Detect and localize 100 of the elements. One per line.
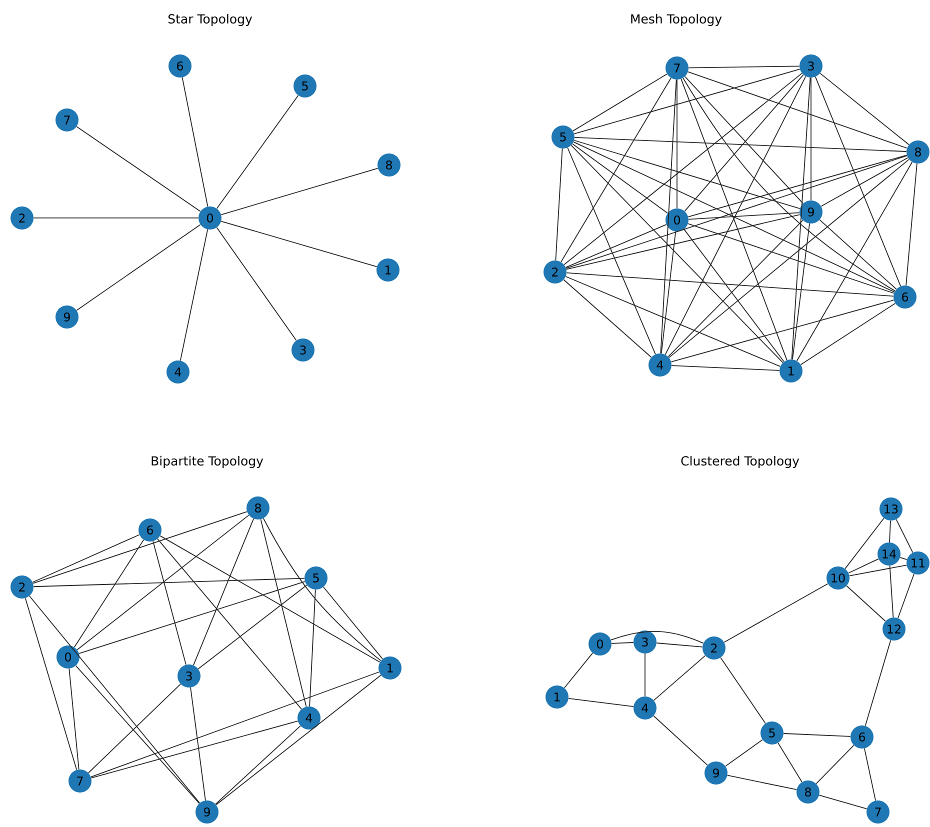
edge-line bbox=[573, 142, 895, 292]
edge-line bbox=[564, 652, 594, 688]
edge-line bbox=[90, 672, 380, 778]
edge-line bbox=[567, 147, 656, 355]
graph-node: 1 bbox=[546, 685, 568, 708]
edge-line bbox=[653, 715, 708, 766]
edge-line bbox=[75, 665, 200, 804]
edge-line bbox=[216, 95, 299, 209]
edge-line bbox=[88, 684, 182, 774]
edge-line bbox=[653, 655, 706, 701]
graph-node: 8 bbox=[246, 496, 270, 520]
graph-node: 5 bbox=[760, 721, 784, 744]
edge-line bbox=[688, 154, 908, 218]
edge-line bbox=[814, 76, 902, 287]
graph-node: 5 bbox=[304, 566, 328, 590]
edge-line bbox=[216, 227, 297, 341]
edge-line bbox=[68, 668, 80, 770]
graph-node: 12 bbox=[882, 617, 906, 640]
edge-line bbox=[555, 148, 563, 261]
edge-line bbox=[778, 742, 802, 782]
graph-node: 1 bbox=[780, 360, 802, 382]
edge-line bbox=[76, 224, 201, 311]
edge-line bbox=[889, 565, 894, 618]
graph-node: 4 bbox=[298, 706, 320, 730]
edge-line bbox=[262, 518, 382, 662]
graph-node: 2 bbox=[544, 260, 566, 284]
graph-node: 7 bbox=[68, 769, 92, 792]
edge-line bbox=[220, 220, 378, 268]
edge-line bbox=[688, 212, 800, 220]
edge-line bbox=[568, 698, 634, 707]
graph-node: 6 bbox=[168, 54, 192, 78]
edge-line bbox=[846, 585, 886, 622]
edge-line bbox=[198, 584, 308, 670]
edge-line bbox=[724, 583, 828, 643]
edge-line bbox=[816, 744, 854, 784]
edge-line bbox=[900, 557, 908, 560]
edge-line bbox=[796, 162, 913, 362]
graph-node: 8 bbox=[378, 154, 400, 176]
edge-line bbox=[76, 514, 250, 650]
graph-node: 8 bbox=[796, 780, 820, 804]
graph-node: 7 bbox=[666, 56, 688, 80]
edge-line bbox=[74, 539, 144, 648]
edge-line bbox=[190, 687, 206, 801]
graph-node: 2 bbox=[702, 636, 726, 660]
graph-node: 6 bbox=[894, 285, 916, 308]
edge-line bbox=[570, 144, 784, 364]
graph-node: 0 bbox=[56, 645, 80, 668]
edge-line bbox=[216, 674, 382, 806]
edge-line bbox=[896, 519, 914, 553]
edge-line bbox=[682, 78, 896, 292]
edge-line bbox=[572, 74, 668, 132]
edge-line bbox=[215, 725, 301, 804]
edge-line bbox=[32, 534, 140, 583]
edge-line bbox=[660, 79, 677, 354]
edge-line bbox=[660, 231, 676, 354]
edge-line bbox=[574, 68, 800, 134]
edge-line bbox=[76, 126, 201, 212]
edge-line bbox=[792, 223, 810, 360]
edge-line bbox=[668, 158, 910, 358]
edge-line bbox=[572, 143, 668, 214]
edge-line bbox=[152, 540, 186, 666]
graph-node: 5 bbox=[294, 74, 316, 98]
edge-line bbox=[574, 140, 800, 210]
edge-line bbox=[28, 596, 200, 804]
graph-node: 6 bbox=[138, 518, 162, 542]
graph-node: 9 bbox=[800, 200, 822, 224]
edge-line bbox=[820, 72, 910, 146]
graph-node: 0 bbox=[198, 206, 222, 230]
graph-node: 2 bbox=[10, 206, 34, 230]
edge-line bbox=[664, 76, 806, 355]
graph-node: 2 bbox=[10, 575, 34, 598]
plot-title: Clustered Topology bbox=[681, 456, 800, 468]
graph-node: 3 bbox=[178, 664, 200, 688]
graph-node: 1 bbox=[376, 258, 400, 282]
edge-line bbox=[193, 518, 254, 666]
edge-line bbox=[688, 66, 800, 68]
graph-node: 7 bbox=[866, 800, 890, 824]
edge-line bbox=[820, 157, 908, 207]
graph-node: 3 bbox=[292, 338, 314, 362]
graph-node: 8 bbox=[906, 140, 930, 164]
edge-line bbox=[889, 520, 891, 543]
graph-node: 0 bbox=[588, 632, 612, 656]
edge-line bbox=[818, 794, 868, 810]
graph-node: 14 bbox=[878, 542, 900, 566]
edge-line bbox=[182, 77, 208, 207]
edge-line bbox=[800, 302, 896, 366]
graph-node: 11 bbox=[906, 552, 930, 574]
graph-node: 4 bbox=[166, 360, 190, 384]
edge-line bbox=[676, 79, 678, 209]
graph-node: 0 bbox=[666, 208, 688, 232]
edge-line bbox=[610, 631, 704, 644]
edge-line bbox=[844, 518, 884, 570]
plot-title: Mesh Topology bbox=[631, 14, 722, 26]
edge-line bbox=[848, 558, 879, 574]
edge-line bbox=[906, 163, 918, 286]
edge-line bbox=[819, 219, 897, 290]
edge-line bbox=[684, 228, 784, 362]
edge-line bbox=[680, 78, 788, 360]
edge-line bbox=[688, 71, 908, 149]
edge-line bbox=[322, 586, 384, 660]
